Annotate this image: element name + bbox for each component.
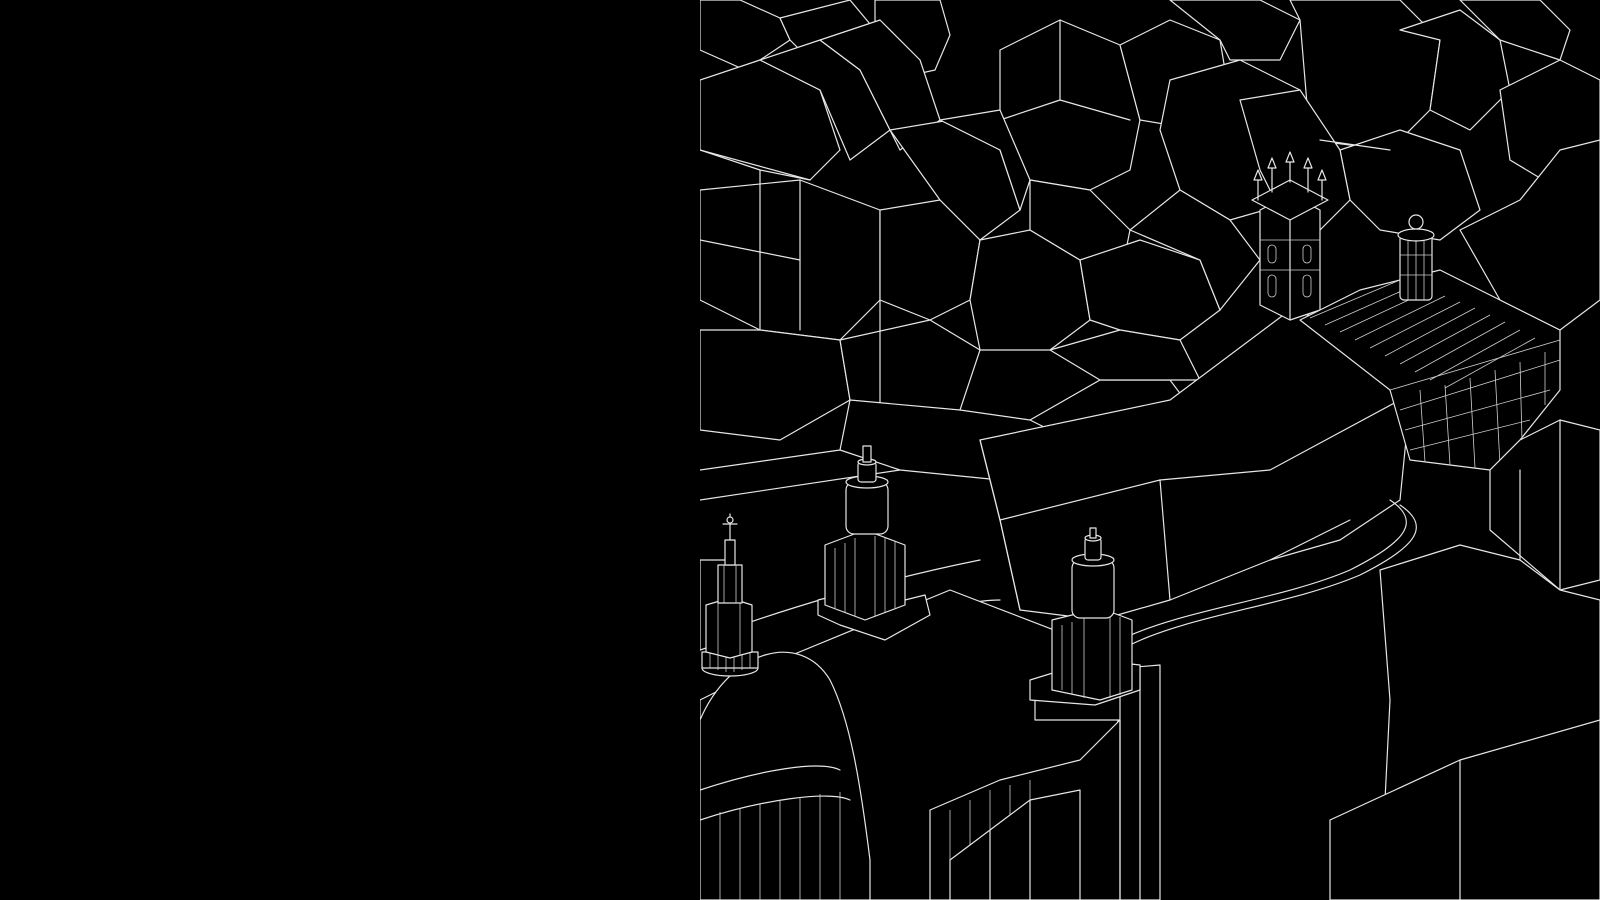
left-blocks xyxy=(700,19,1131,441)
front-tower xyxy=(1029,527,1161,900)
right-blocks xyxy=(1329,139,1600,900)
lantern-cupola xyxy=(1397,214,1435,301)
dome-with-cross xyxy=(700,513,871,900)
city-line-drawing xyxy=(700,0,1600,900)
gothic-church-tower xyxy=(1251,151,1329,321)
foreground-buildings xyxy=(949,789,1081,900)
blank-left-panel xyxy=(0,0,700,900)
city-drawing-svg xyxy=(700,0,1600,900)
large-roof-building xyxy=(979,309,1411,621)
west-tower-right xyxy=(817,445,931,641)
glass-facade-building xyxy=(1299,269,1561,471)
